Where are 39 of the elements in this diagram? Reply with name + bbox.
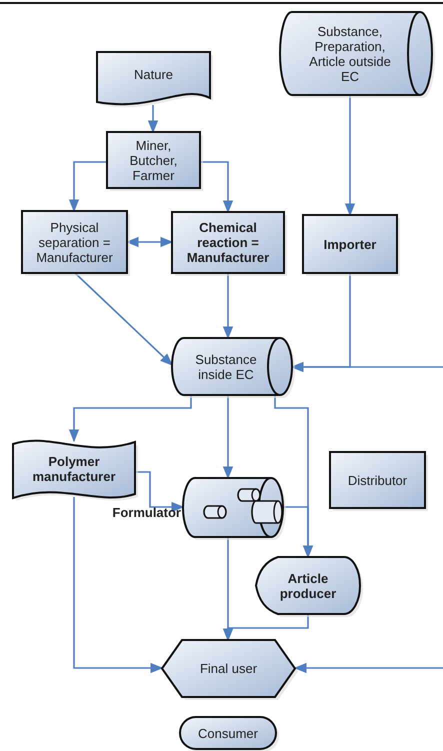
cylinder-shape [280,12,432,95]
node-label: Distributor [348,472,408,488]
arrow [68,161,107,212]
node-label: Article producer [278,570,338,600]
node-label: Importer [324,236,376,252]
arrow [148,105,158,134]
node-label: Chemical reaction = Manufacturer [186,220,270,265]
arrow [290,362,443,372]
node-label: Formulator [112,504,181,520]
document-shape [97,52,210,108]
cylinder-shape [172,338,292,395]
node-label: Physical separation = Manufacturer [35,220,114,264]
arrow [344,95,356,216]
arrow [200,161,234,214]
node-label: Miner, Butcher, Farmer [128,138,178,182]
arrow [135,471,184,512]
process-box [107,132,200,188]
tape-shape [13,438,135,500]
arrow [68,395,192,442]
display-shape [256,557,360,614]
arrow [294,662,443,674]
node-label: Polymer manufacturer [31,454,117,484]
arrow [222,614,309,642]
process-box [330,452,425,508]
arrow [74,272,173,366]
terminator-shape [180,717,276,749]
process-box [172,212,284,273]
arrow [283,506,314,558]
process-box [303,215,397,273]
hexagon-shape [162,640,295,697]
arrow [222,273,234,340]
node-label: Substance inside EC [194,352,258,382]
process-box [22,211,127,273]
arrow [222,395,234,480]
node-label: Nature [134,66,174,82]
node-label: Consumer [198,726,258,740]
arrow [73,497,164,674]
node-label: Final user [200,661,258,676]
node-label: Substance, Preparation, Article outside EC [308,24,392,84]
